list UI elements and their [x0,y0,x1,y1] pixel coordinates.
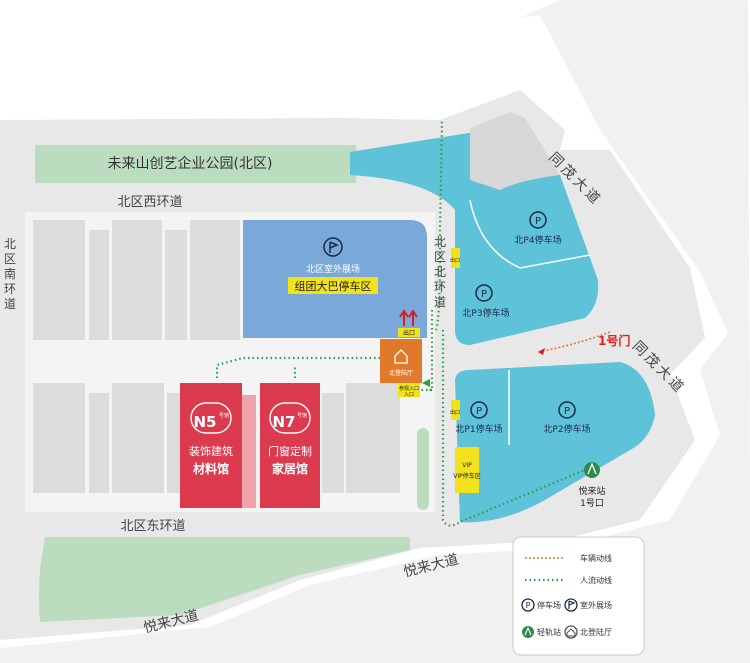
parking-p3-p4 [350,128,599,345]
gate-label: 1号门 [598,333,630,348]
station-name: 悦来站 [578,485,605,497]
building [33,220,85,340]
lobby-main-entry: 参观入口 [399,385,419,392]
outdoor-exhibit-icon [323,237,343,257]
legend-parking-icon: P [521,598,535,612]
legend-vehicle: 车辆动线 [580,553,612,563]
station-exit: 1号口 [580,498,604,509]
bus-parking-label: 组团大巴停车区 [295,279,372,293]
lobby-label: 北登陆厅 [389,369,413,377]
parking-icon-p1: P [470,401,488,419]
exit-sign-p1 [451,400,460,420]
svg-text:P: P [526,601,531,610]
green-strip [417,428,429,510]
legend-lobby: 北登陆厅 [580,627,612,637]
building [165,230,187,340]
south-green [39,537,410,622]
south-ring-road: 北 区 南 环 道 [4,237,16,311]
p1-label: 北P1停车场 [455,423,502,435]
east-ring-road: 北区东环道 [120,519,185,534]
building [167,393,182,493]
vip-line: VIP [462,462,472,469]
n7-code: N7 [273,413,296,431]
parking-icon-p3: P [475,284,493,302]
n7-tag: 号馆 [297,412,307,419]
n7-line2: 家居馆 [272,461,308,476]
hall-n7 [260,383,320,508]
parking-p1-p2 [455,362,655,523]
parking-icon-p2: P [558,401,576,419]
n5-code: N5 [194,413,217,431]
svg-text:P: P [481,289,487,300]
n5-line1: 装饰建筑 [189,444,233,458]
svg-text:南: 南 [4,266,16,281]
building [346,383,400,493]
legend-pedestrian: 人流动线 [580,575,612,585]
svg-text:北: 北 [4,237,16,251]
lobby-entry: 入口 [404,392,414,398]
svg-text:区: 区 [434,250,446,264]
legend-rail: 轻轨站 [537,627,561,637]
exit-sign-p3 [451,248,460,268]
svg-text:环: 环 [4,282,16,296]
legend-lobby-icon [564,625,578,639]
park-name: 未来山创艺企业公园(北区) [108,155,273,172]
legend-outdoor: 室外展场 [580,600,612,610]
vip-label: VIP停车区 [453,472,481,480]
building [112,220,162,340]
building [33,383,85,493]
parking-divider [469,199,591,269]
legend: P [512,536,645,656]
building [322,393,344,493]
building [89,393,109,493]
svg-text:区: 区 [4,252,16,266]
lobby-exit: 出口 [403,329,415,337]
n5-tag: 号馆 [219,412,229,419]
svg-text:北: 北 [434,265,446,279]
rail-station-icon [584,462,600,478]
exit-p3: 出口 [450,257,460,264]
svg-text:道: 道 [434,295,446,309]
svg-text:道: 道 [4,297,16,311]
exit-p1: 出口 [450,409,460,416]
park-green [35,145,356,183]
pedestrian-arrow [422,379,430,387]
p3-label: 北P3停车场 [462,307,509,319]
p2-label: 北P2停车场 [543,423,590,435]
legend-parking: 停车场 [537,600,561,610]
svg-text:环: 环 [434,280,446,294]
vehicle-arrow [538,348,545,355]
building [190,220,240,340]
svg-text:北: 北 [434,235,446,249]
outdoor-zone-label: 北区室外展场 [306,263,360,275]
north-ring-road: 北 区 北 环 道 [434,235,446,309]
parking-gray-area [470,112,560,190]
building [89,230,109,340]
exit-arrows [399,309,418,326]
p4-label: 北P4停车场 [514,234,561,246]
west-ring-road: 北区西环道 [117,195,182,210]
vehicle-route [537,331,611,353]
svg-text:P: P [476,406,482,417]
pedestrian-route [215,310,586,527]
north-lobby [380,328,422,397]
building [112,383,164,493]
n5-line2: 材料馆 [192,461,229,476]
parking-icon-p4: P [529,211,547,229]
svg-text:P: P [535,216,541,227]
hall-n5 [180,383,256,508]
svg-text:P: P [564,406,570,417]
vip-parking [455,447,479,493]
legend-rail-icon [522,626,534,638]
bus-parking-box [288,277,378,294]
legend-outdoor-icon [564,598,578,612]
n7-line1: 门窗定制 [268,444,312,458]
